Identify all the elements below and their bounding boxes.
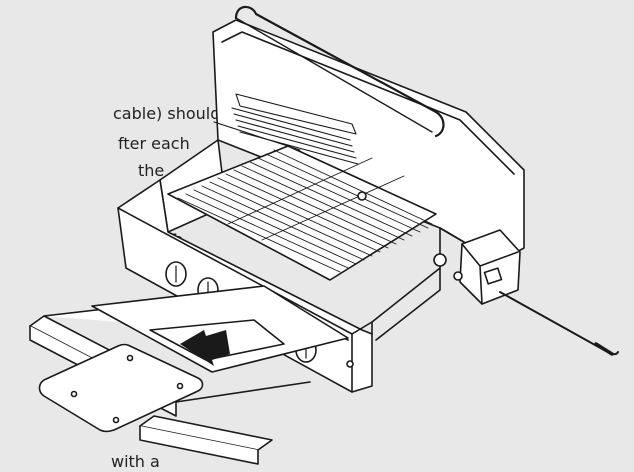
- hood-inner-edge: [221, 31, 515, 175]
- spit-end: [357, 191, 367, 201]
- grate-bars: [177, 149, 433, 273]
- rotisserie-rack: [213, 93, 359, 165]
- text-fragment-1: cable) should: [113, 104, 221, 123]
- hood-handle: [234, 5, 445, 138]
- tray-cover: [38, 343, 204, 433]
- rotisserie-motor: [459, 229, 521, 305]
- arrow-left-icon: [180, 330, 230, 366]
- text-fragment-2: fter each: [118, 134, 190, 153]
- text-fragment-5: with a: [111, 452, 160, 471]
- text-fragment-3: the: [138, 161, 165, 180]
